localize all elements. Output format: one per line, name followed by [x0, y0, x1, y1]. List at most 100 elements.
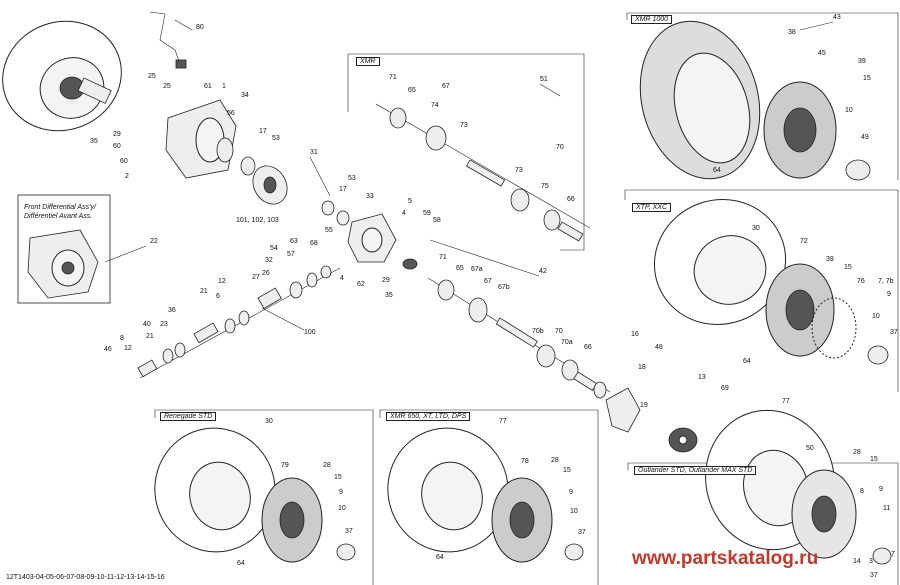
- front-differential-caption-line2: Différentiel Avant Ass.: [24, 213, 93, 220]
- callout-22: 22: [150, 238, 158, 245]
- front-differential-caption: Front Differential Ass'y/ Différentiel A…: [24, 203, 96, 221]
- callout-70: 70: [555, 328, 563, 335]
- diff-cover: [347, 213, 418, 270]
- callout-29: 29: [113, 131, 121, 138]
- callout-69: 69: [721, 385, 729, 392]
- callout-78: 78: [521, 458, 529, 465]
- callout-10: 10: [872, 313, 880, 320]
- callout-55: 55: [325, 227, 333, 234]
- callout-37: 37: [578, 529, 586, 536]
- callout-37: 37: [870, 572, 878, 579]
- outlander-tire: [705, 409, 892, 565]
- callout-33: 33: [366, 193, 374, 200]
- callout-58: 58: [433, 217, 441, 224]
- callout-4: 4: [340, 275, 344, 282]
- callout-21: 21: [200, 288, 208, 295]
- callout-53: 53: [348, 175, 356, 182]
- front-differential-housing: [149, 11, 237, 179]
- callout-100: 100: [304, 329, 316, 336]
- callout-64: 64: [743, 358, 751, 365]
- callout-35: 35: [385, 292, 393, 299]
- callout-36: 36: [168, 307, 176, 314]
- renegade-caption: Renegade STD: [160, 412, 217, 421]
- callout-80: 80: [196, 24, 204, 31]
- callout-15: 15: [563, 467, 571, 474]
- callout-62: 62: [357, 281, 365, 288]
- main-drive-shaft: [427, 277, 611, 393]
- xmr-caption: XMR: [356, 57, 380, 66]
- callout-35: 35: [90, 138, 98, 145]
- callout-15: 15: [863, 75, 871, 82]
- callout-50: 50: [806, 445, 814, 452]
- callout-64: 64: [713, 167, 721, 174]
- xmr650-tire: [387, 427, 584, 563]
- callout-25: 25: [163, 83, 171, 90]
- callout-34: 34: [241, 92, 249, 99]
- outlander-caption: Outlander STD, Outlander MAX STD: [634, 466, 757, 475]
- callout-75: 75: [541, 183, 549, 190]
- callout-64: 64: [237, 560, 245, 567]
- callout-79: 79: [281, 462, 289, 469]
- callout-67b: 67b: [498, 284, 510, 291]
- callout-29: 29: [382, 277, 390, 284]
- callout-76: 76: [857, 278, 865, 285]
- callout-7: 7: [891, 551, 895, 558]
- callout-42: 42: [539, 268, 547, 275]
- callout-101-102-103: 101, 102, 103: [236, 217, 279, 224]
- callout-32: 32: [265, 257, 273, 264]
- callout-66: 66: [567, 196, 575, 203]
- callout-71: 71: [389, 74, 397, 81]
- callout-28: 28: [323, 462, 331, 469]
- wheel-hub: [668, 427, 698, 453]
- callout-12: 12: [218, 278, 226, 285]
- callout-27: 27: [252, 274, 260, 281]
- callout-45: 45: [818, 50, 826, 57]
- callout-9: 9: [887, 291, 891, 298]
- callout-30: 30: [265, 418, 273, 425]
- callout-54: 54: [270, 245, 278, 252]
- callout-37: 37: [345, 528, 353, 535]
- callout-71: 71: [439, 254, 447, 261]
- callout-28: 28: [551, 457, 559, 464]
- callout-17: 17: [339, 186, 347, 193]
- callout-9: 9: [879, 486, 883, 493]
- xmr-section-frame: [347, 53, 585, 251]
- callout-26: 26: [262, 270, 270, 277]
- callout-40: 40: [143, 321, 151, 328]
- callout-65: 65: [408, 87, 416, 94]
- callout-38: 38: [788, 29, 796, 36]
- callout-39: 39: [858, 58, 866, 65]
- xmr1000-section-frame: [626, 12, 899, 180]
- callout-7-7b: 7, 7b: [878, 278, 894, 285]
- xtp-tire: [653, 199, 889, 365]
- xmr-drive-shaft: [375, 103, 591, 242]
- callout-11: 11: [883, 505, 890, 512]
- callout-6: 6: [216, 293, 220, 300]
- callout-37: 37: [890, 329, 898, 336]
- callout-14: 14: [853, 558, 861, 565]
- xtp-caption: XTP, XXC: [632, 203, 671, 212]
- callout-15: 15: [334, 474, 342, 481]
- callout-72: 72: [800, 238, 808, 245]
- callout-16: 16: [631, 331, 639, 338]
- callout-74: 74: [431, 102, 439, 109]
- callout-61: 61: [204, 83, 212, 90]
- callout-10: 10: [845, 107, 853, 114]
- callout-73: 73: [515, 167, 523, 174]
- callout-25: 25: [148, 73, 156, 80]
- callout-46: 46: [104, 346, 112, 353]
- xmr650-section-frame: [379, 409, 599, 585]
- callout-64: 64: [436, 554, 444, 561]
- callout-31: 31: [310, 149, 318, 156]
- callout-43: 43: [833, 14, 841, 21]
- callout-73: 73: [460, 122, 468, 129]
- front-diff-assembly-drawing: [27, 229, 99, 299]
- callout-48: 48: [655, 344, 663, 351]
- top-left-tire: [2, 20, 122, 132]
- callout-8: 8: [120, 335, 124, 342]
- xmr1000-tire: [639, 20, 871, 181]
- callout-60: 60: [113, 143, 121, 150]
- callout-60: 60: [120, 158, 128, 165]
- callout-3: 3: [869, 558, 873, 565]
- footer-code: 12T1403-04-05-06-07-08-09-10-11-12-13-14…: [4, 574, 167, 581]
